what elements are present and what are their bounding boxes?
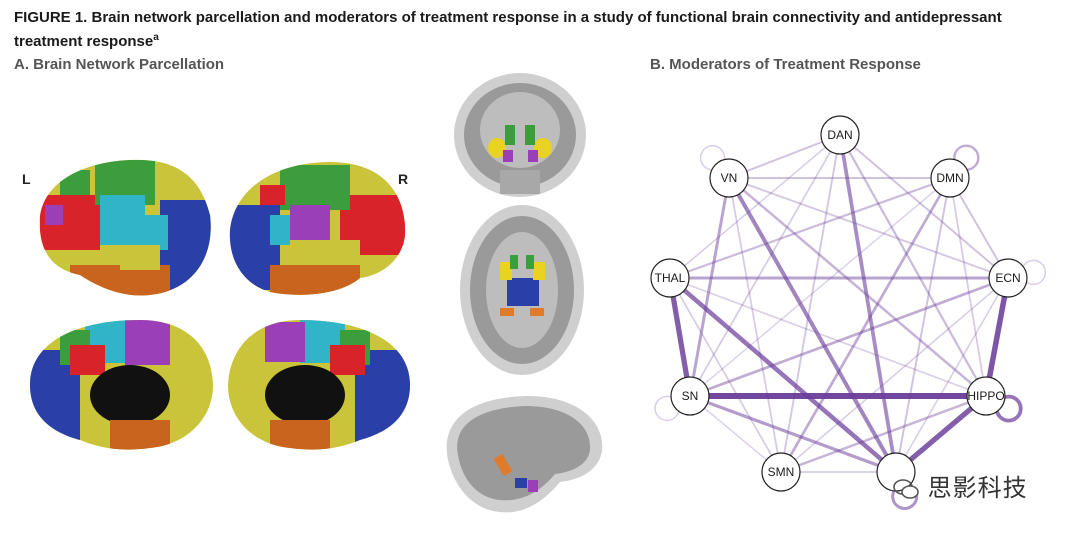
edge-sn-ecn: [689, 276, 1009, 398]
node-circle: [709, 158, 749, 198]
edge-sn-amy: [689, 394, 897, 474]
edge-smn-hippo: [780, 394, 987, 474]
node-layer: DAN DMN ECN HIPPO SMN SN THAL VN: [650, 115, 1028, 492]
hemisphere-right-label: R: [398, 171, 409, 187]
node-dmn: DMN: [930, 158, 970, 198]
brain-medial-left: [30, 320, 213, 450]
node-label: VN: [721, 171, 738, 185]
edge-ecn-smn: [780, 277, 1009, 473]
edge-dmn-smn: [779, 177, 952, 473]
figure-title-superscript: a: [153, 32, 159, 43]
node-circle: [988, 258, 1028, 298]
node-sn: SN: [670, 376, 710, 416]
edge-dan-smn: [780, 134, 841, 473]
watermark-text: 思影科技: [927, 474, 1028, 502]
mri-coronal-slice: [454, 73, 586, 197]
node-circle: [820, 115, 860, 155]
wechat-icon: [893, 478, 919, 500]
edge-dan-thal: [669, 134, 841, 279]
edge-dan-ecn: [839, 134, 1009, 279]
node-circle: [930, 158, 970, 198]
node-label: DAN: [827, 128, 852, 142]
edge-vn-ecn: [728, 177, 1009, 279]
edge-hippo-amy: [894, 393, 988, 475]
edge-vn-sn: [688, 177, 731, 397]
watermark: 思影科技: [893, 468, 1028, 503]
node-ecn: ECN: [988, 258, 1028, 298]
edge-sn-smn: [689, 395, 782, 473]
edge-dmn-amy: [895, 177, 951, 473]
edge-ecn-amy: [895, 277, 1009, 473]
edge-dan-hippo: [839, 134, 987, 397]
panel-a-label: A. Brain Network Parcellation: [14, 56, 225, 73]
node-label: HIPPO: [967, 389, 1004, 403]
edge-vn-smn: [728, 177, 782, 473]
node-label: SMN: [768, 465, 795, 479]
edge-dan-amy: [838, 134, 898, 473]
edge-vn-hippo: [728, 177, 987, 397]
edge-dan-sn: [689, 134, 841, 397]
edge-layer: [667, 134, 1011, 475]
edge-thal-hippo: [669, 277, 987, 397]
mri-sagittal-slice: [446, 395, 603, 513]
node-smn: SMN: [761, 452, 801, 492]
figure-title: FIGURE 1. Brain network parcellation and…: [14, 8, 1064, 52]
edge-thal-amy: [668, 276, 898, 474]
node-label: DMN: [936, 171, 963, 185]
hemisphere-left-label: L: [22, 171, 31, 187]
edge-vn-amy: [727, 177, 898, 473]
edge-thal-sn: [667, 277, 693, 397]
panel-b-label: B. Moderators of Treatment Response: [650, 56, 921, 73]
node-label: THAL: [655, 271, 686, 285]
edge-ecn-hippo: [983, 277, 1011, 397]
node-circle: [966, 376, 1006, 416]
figure-title-line2-text: treatment response: [14, 33, 154, 50]
figure-title-line1: FIGURE 1. Brain network parcellation and…: [14, 9, 1002, 26]
edge-dmn-sn: [689, 177, 951, 397]
edge-dmn-hippo: [949, 177, 987, 397]
figure-title-line2: treatment responsea: [14, 28, 1064, 52]
edge-vn-dan: [728, 134, 841, 179]
node-circle: [761, 452, 801, 492]
brain-medial-right: [228, 320, 410, 450]
node-circle: [670, 376, 710, 416]
node-vn: VN: [709, 158, 749, 198]
mri-axial-slice: [460, 205, 584, 375]
edge-dmn-thal: [669, 176, 951, 280]
node-dan: DAN: [820, 115, 860, 155]
node-thal: THAL: [650, 258, 690, 298]
edge-thal-smn: [669, 277, 782, 473]
node-label: SN: [682, 389, 699, 403]
node-label: ECN: [995, 271, 1020, 285]
node-hippo: HIPPO: [966, 376, 1006, 416]
brain-lateral-right: [229, 162, 406, 295]
node-circle: [650, 258, 690, 298]
